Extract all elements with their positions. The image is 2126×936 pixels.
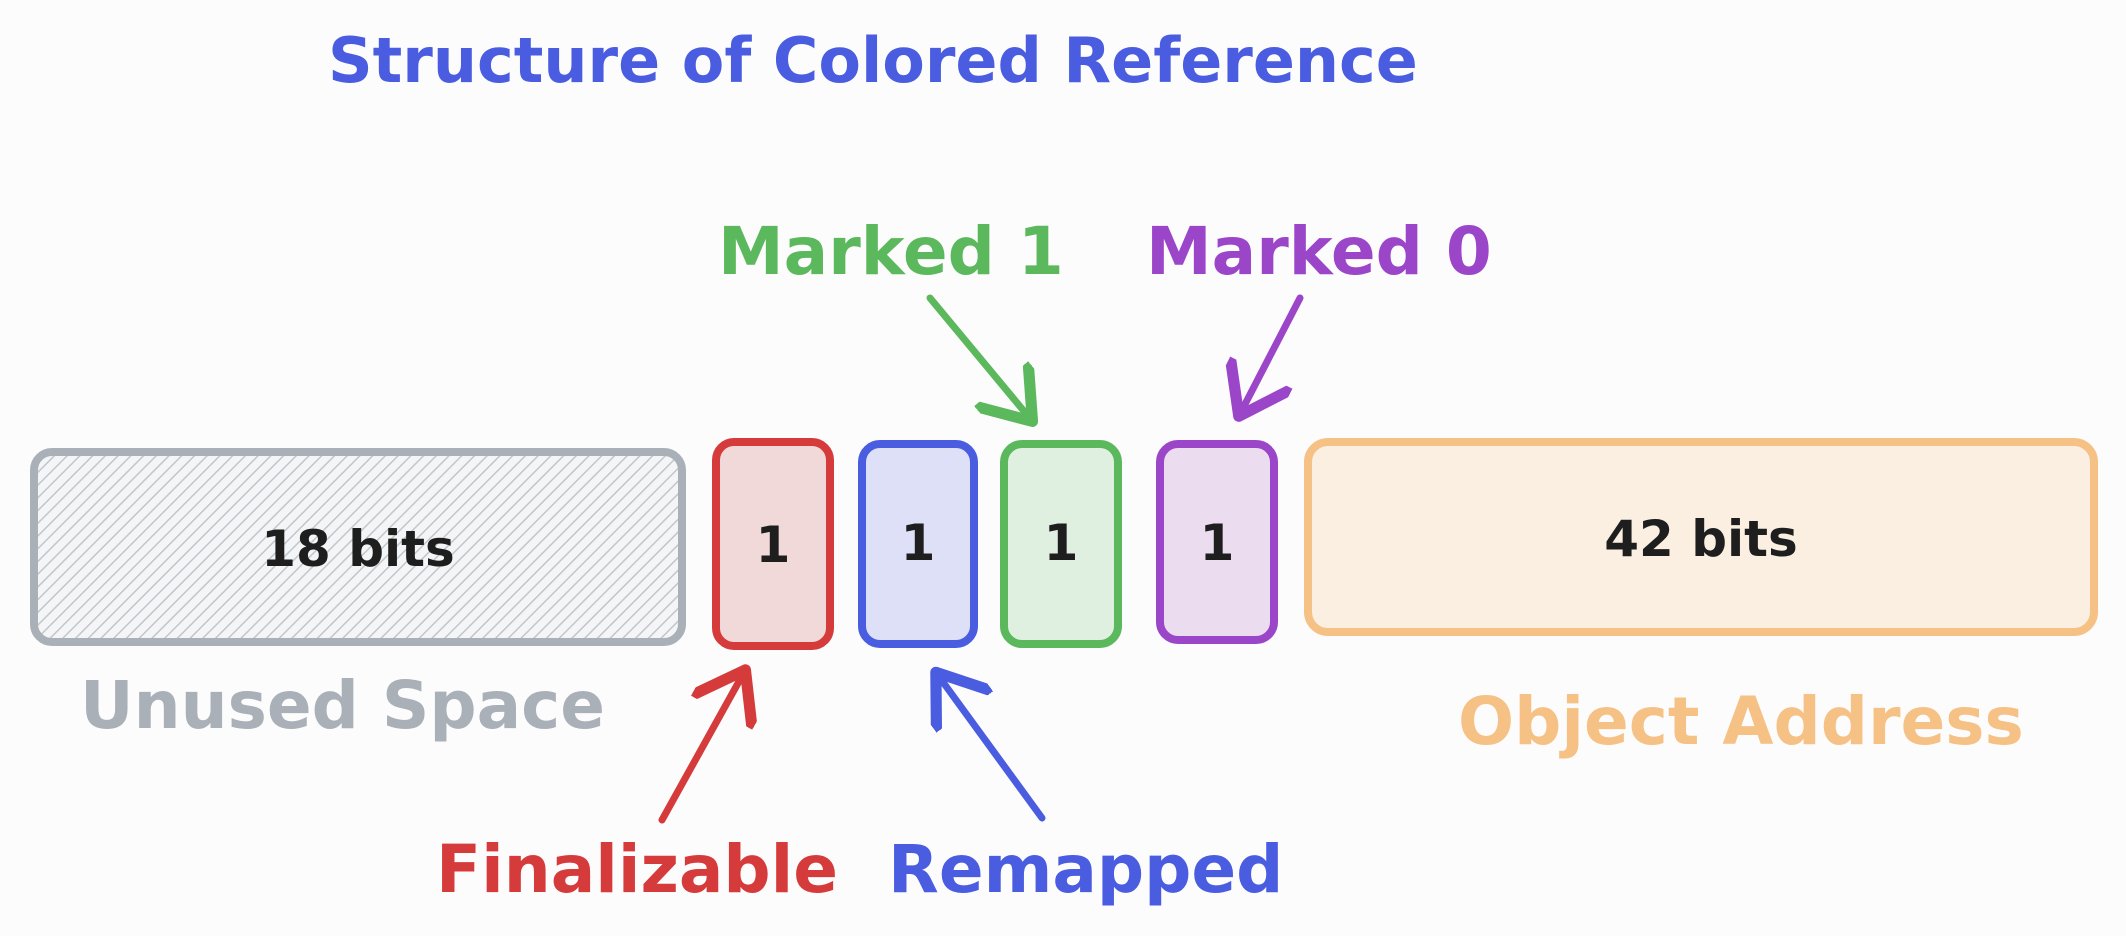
marked1-arrow	[926, 294, 1028, 416]
unused-space-box	[30, 448, 686, 646]
object-address-value: 42 bits	[1604, 510, 1798, 568]
marked1-bit-value: 1	[1044, 514, 1079, 572]
remapped-bit-value: 1	[901, 514, 936, 572]
diagram-title: Structure of Colored Reference	[328, 24, 1418, 97]
object-address-label: Object Address	[1458, 683, 2024, 760]
marked0-bit-box	[1156, 440, 1278, 644]
marked0-bit-value: 1	[1200, 514, 1235, 572]
finalizable-label: Finalizable	[436, 831, 838, 908]
finalizable-arrow	[658, 676, 742, 824]
unused-space-value: 18 bits	[261, 520, 455, 578]
remapped-arrow	[940, 678, 1046, 822]
marked1-bit-box	[1000, 440, 1122, 648]
marked0-label: Marked 0	[1146, 213, 1492, 290]
marked0-arrow	[1242, 294, 1304, 410]
marked1-label: Marked 1	[718, 213, 1064, 290]
object-address-box	[1304, 438, 2098, 636]
finalizable-bit-value: 1	[756, 516, 791, 574]
remapped-bit-box	[858, 440, 978, 648]
remapped-label: Remapped	[888, 831, 1283, 908]
finalizable-bit-box	[712, 438, 834, 650]
unused-space-label: Unused Space	[80, 667, 605, 744]
